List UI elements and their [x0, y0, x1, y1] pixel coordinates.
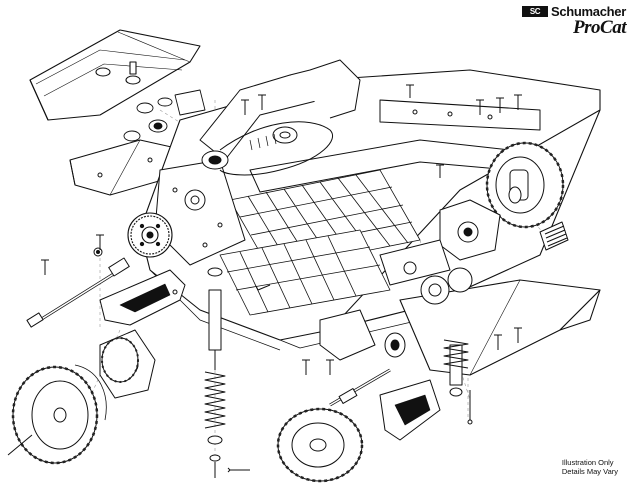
belt-drive [201, 121, 333, 176]
spur-gear [127, 212, 173, 258]
front-driveshaft [329, 368, 391, 407]
rear-shock-absorber [204, 267, 250, 478]
front-shock-absorber [443, 186, 522, 425]
brand-name: Schumacher [550, 4, 626, 19]
front-tire-bottom [276, 407, 364, 483]
front-steering-assembly [379, 199, 501, 305]
rear-wishbone [99, 269, 186, 326]
disclaimer-note: Illustration Only Details May Vary [562, 458, 618, 476]
loose-screws [41, 84, 522, 375]
lower-chassis-grid [219, 229, 391, 316]
front-bumper-block [539, 221, 569, 251]
brand-mark-badge: SC [521, 6, 548, 17]
front-tire-top-right [485, 141, 565, 229]
rear-driveshaft [26, 247, 130, 328]
front-wishbone [319, 309, 441, 441]
disclaimer-line-2: Details May Vary [561, 467, 618, 476]
disclaimer-line-1: Illustration Only [561, 458, 614, 467]
rear-tire-left [7, 337, 139, 465]
model-name: ProCat [573, 17, 626, 38]
brand-logo: SC Schumacher ProCat [521, 4, 627, 39]
wing-mount-hardware [123, 89, 206, 142]
rear-wing [29, 29, 201, 121]
